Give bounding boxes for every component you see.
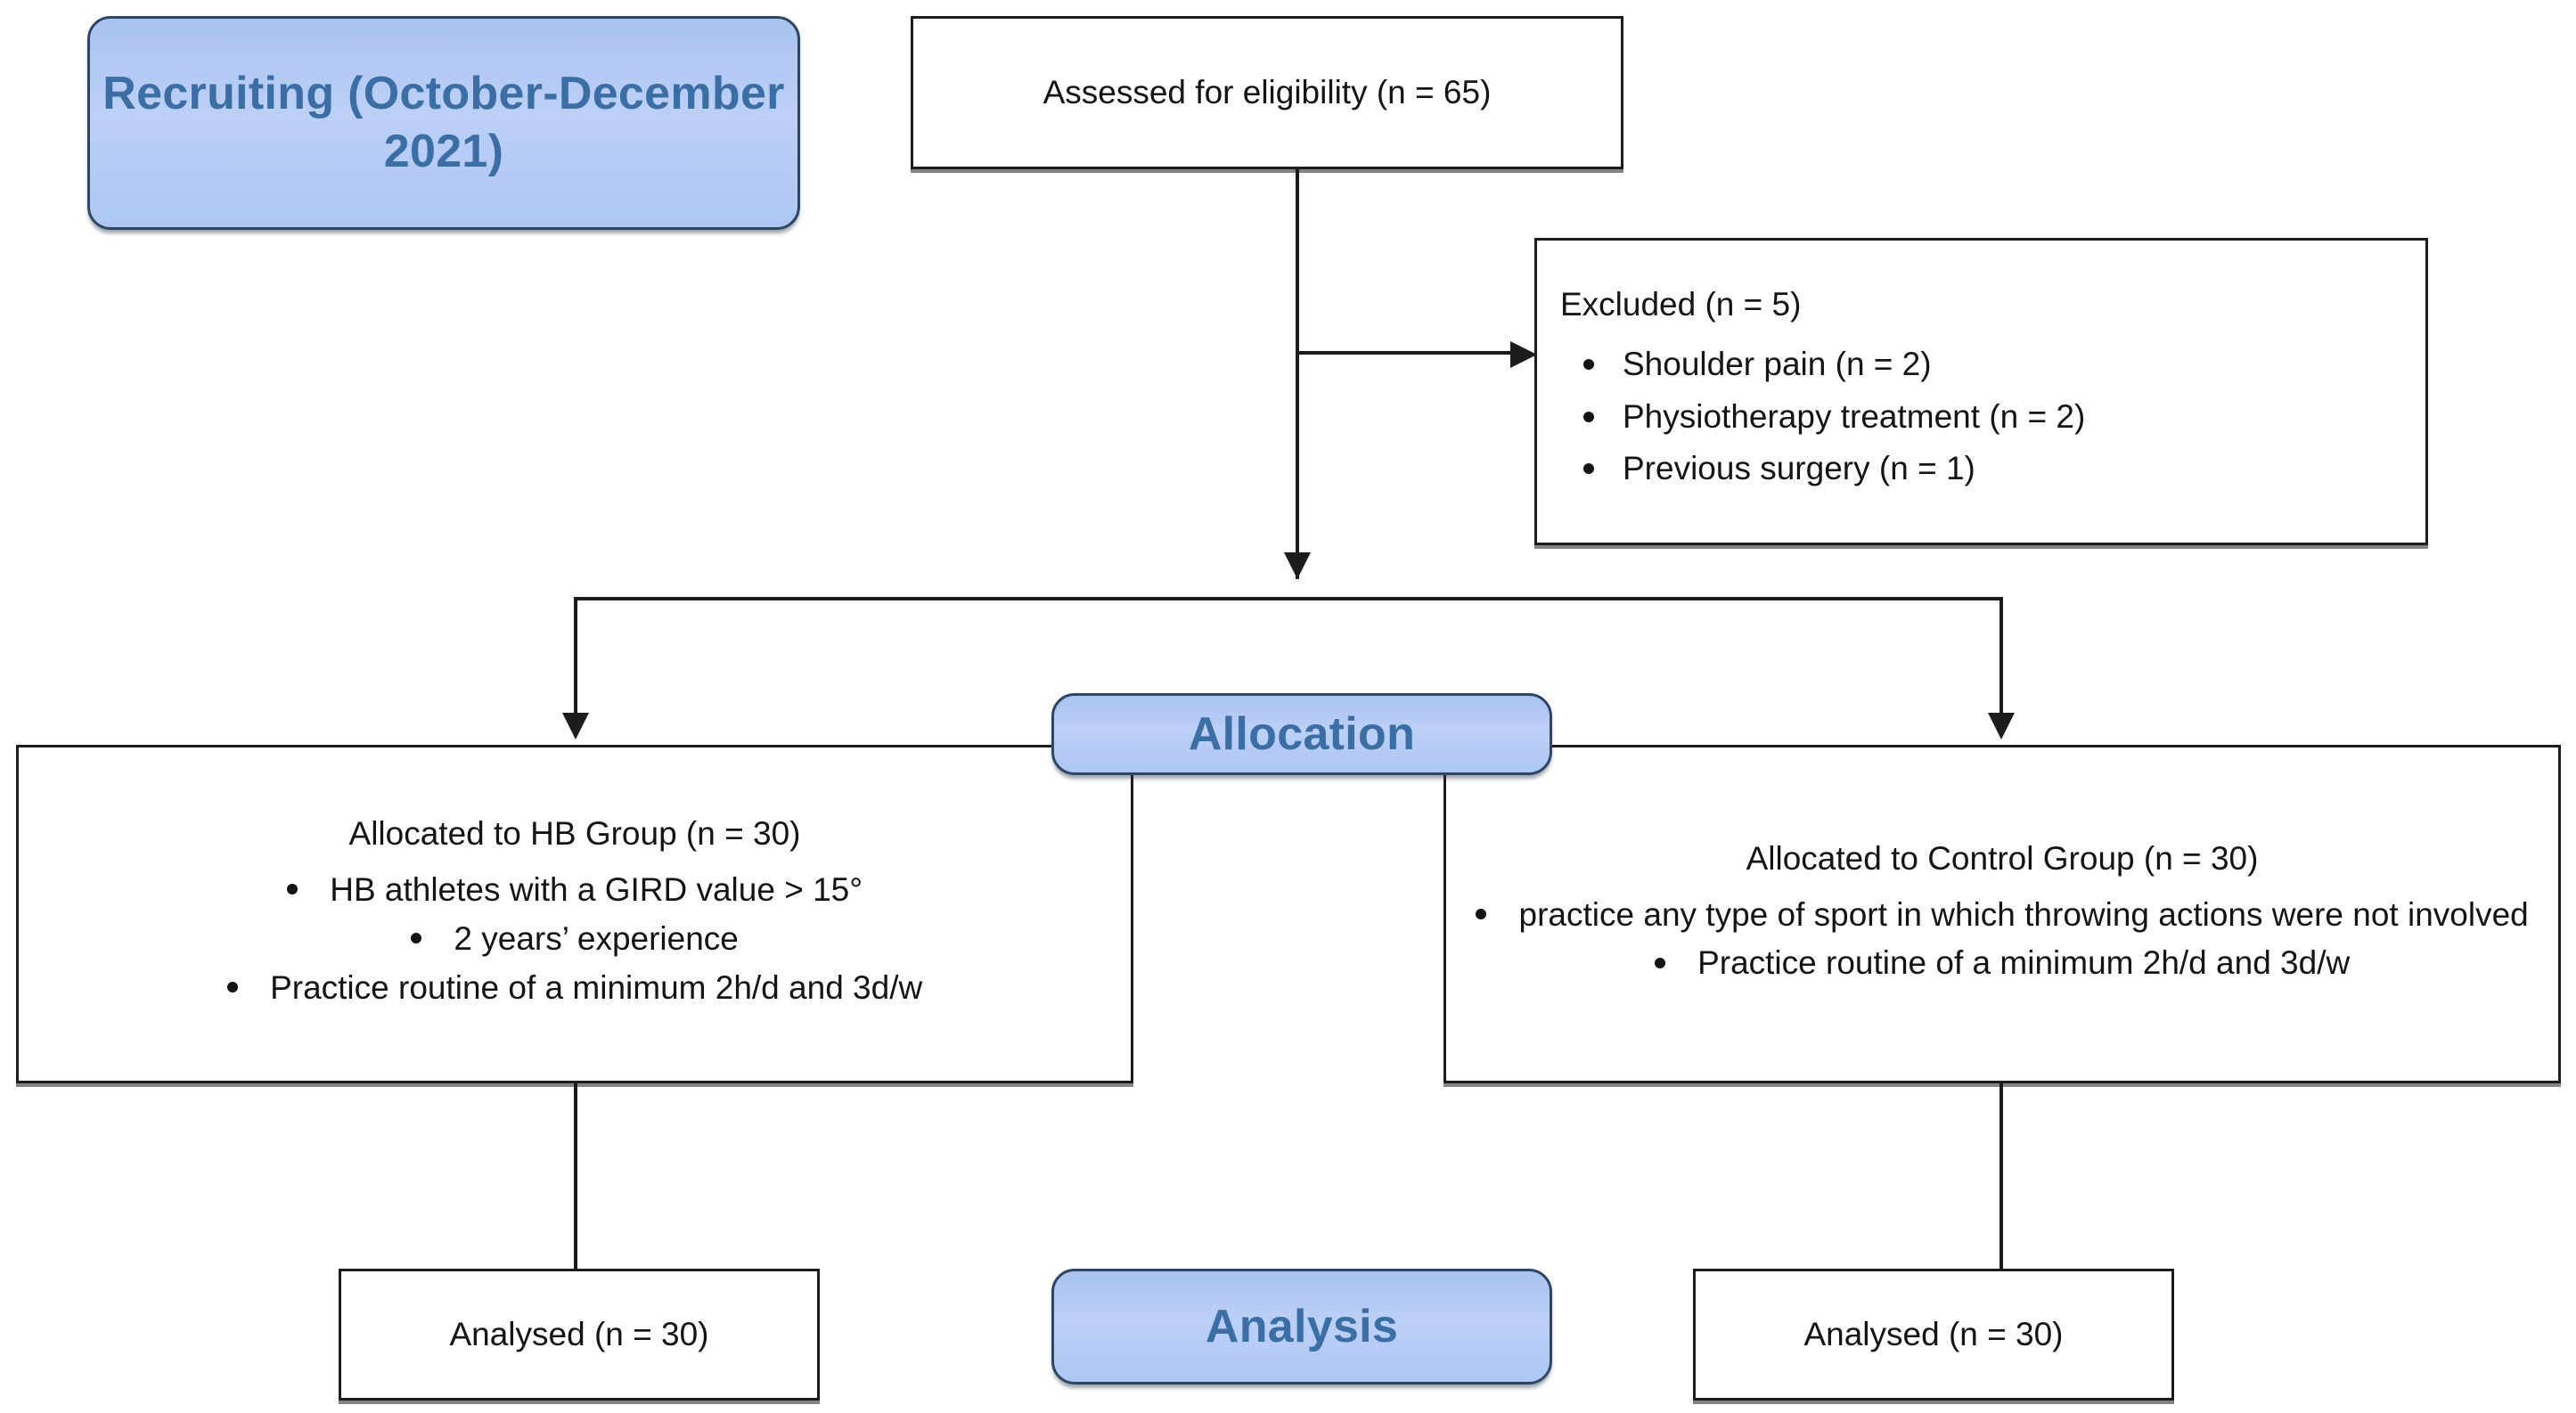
node-control-group-bullet-list: practice any type of sport in which thro… <box>1446 888 2558 992</box>
bullet-label: Practice routine of a minimum 2h/d and 3… <box>270 968 923 1006</box>
node-hb-group-bullet-list: HB athletes with a GIRD value > 15° 2 ye… <box>19 863 1131 1015</box>
node-analysed-control: Analysed (n = 30) <box>1693 1269 2174 1401</box>
connector-to-excluded <box>1296 351 1514 355</box>
bullet-dot-icon <box>286 884 298 895</box>
bullet-label: Practice routine of a minimum 2h/d and 3… <box>1697 944 2351 982</box>
connector-hb-to-analysed <box>574 1083 577 1306</box>
node-analysed-control-title: Analysed (n = 30) <box>1803 1315 2064 1352</box>
connector-split-right-drop <box>1999 597 2003 722</box>
bullet-dot-icon <box>411 933 422 944</box>
stage-label-allocation: Allocation <box>1188 707 1416 760</box>
bullet-label: HB athletes with a GIRD value > 15° <box>330 871 863 909</box>
node-assessed-for-eligibility: Assessed for eligibility (n = 65) <box>911 16 1623 169</box>
bullet-dot-icon <box>1654 957 1665 968</box>
list-item: Previous surgery (n = 1) <box>1537 447 2425 491</box>
bullet-dot-icon <box>1583 358 1594 370</box>
list-item: practice any type of sport in which thro… <box>1446 894 2558 937</box>
connector-control-to-analysed <box>1999 1083 2003 1306</box>
bullet-label: 2 years’ experience <box>454 920 739 957</box>
arrow-split-to-hb-group <box>562 713 589 739</box>
bullet-dot-icon <box>1583 411 1594 422</box>
list-item: 2 years’ experience <box>19 918 1131 961</box>
node-hb-group-title: Allocated to HB Group (n = 30) <box>348 815 801 853</box>
bullet-label: practice any type of sport in which thro… <box>1518 895 2529 933</box>
list-item: Practice routine of a minimum 2h/d and 3… <box>1446 942 2558 985</box>
list-item: Physiotherapy treatment (n = 2) <box>1537 396 2425 439</box>
connector-assessed-trunk <box>1296 169 1299 579</box>
bullet-dot-icon <box>1476 908 1487 919</box>
bullet-label: Shoulder pain (n = 2) <box>1623 345 1932 382</box>
stage-banner-allocation: Allocation <box>1051 693 1552 775</box>
node-analysed-hb: Analysed (n = 30) <box>339 1269 820 1401</box>
bullet-dot-icon <box>226 982 238 993</box>
bullet-label: Previous surgery (n = 1) <box>1623 450 1975 487</box>
arrow-to-excluded <box>1510 341 1537 368</box>
connector-allocation-split-bar <box>574 597 2003 600</box>
arrow-assessed-to-allocation <box>1284 552 1311 579</box>
list-item: HB athletes with a GIRD value > 15° <box>19 869 1131 912</box>
node-control-group-title: Allocated to Control Group (n = 30) <box>1746 839 2259 877</box>
bullet-dot-icon <box>1583 463 1594 475</box>
connector-split-left-drop <box>574 597 577 722</box>
list-item: Practice routine of a minimum 2h/d and 3… <box>19 967 1131 1010</box>
node-hb-group: Allocated to HB Group (n = 30) HB athlet… <box>16 745 1133 1083</box>
list-item: Shoulder pain (n = 2) <box>1537 343 2425 387</box>
stage-label-analysis: Analysis <box>1205 1300 1399 1352</box>
node-assessed-title: Assessed for eligibility (n = 65) <box>1043 73 1492 110</box>
node-control-group: Allocated to Control Group (n = 30) prac… <box>1443 745 2561 1083</box>
node-excluded: Excluded (n = 5) Shoulder pain (n = 2) P… <box>1534 238 2428 545</box>
node-analysed-hb-title: Analysed (n = 30) <box>449 1315 709 1352</box>
stage-label-recruiting: Recruiting (October-December 2021) <box>102 68 785 177</box>
stage-banner-recruiting: Recruiting (October-December 2021) <box>87 16 800 230</box>
arrow-split-to-control-group <box>1988 713 2015 739</box>
bullet-label: Physiotherapy treatment (n = 2) <box>1623 397 2086 435</box>
node-excluded-bullet-list: Shoulder pain (n = 2) Physiotherapy trea… <box>1537 334 2425 500</box>
stage-banner-analysis: Analysis <box>1051 1269 1552 1384</box>
node-excluded-title: Excluded (n = 5) <box>1560 285 1802 323</box>
